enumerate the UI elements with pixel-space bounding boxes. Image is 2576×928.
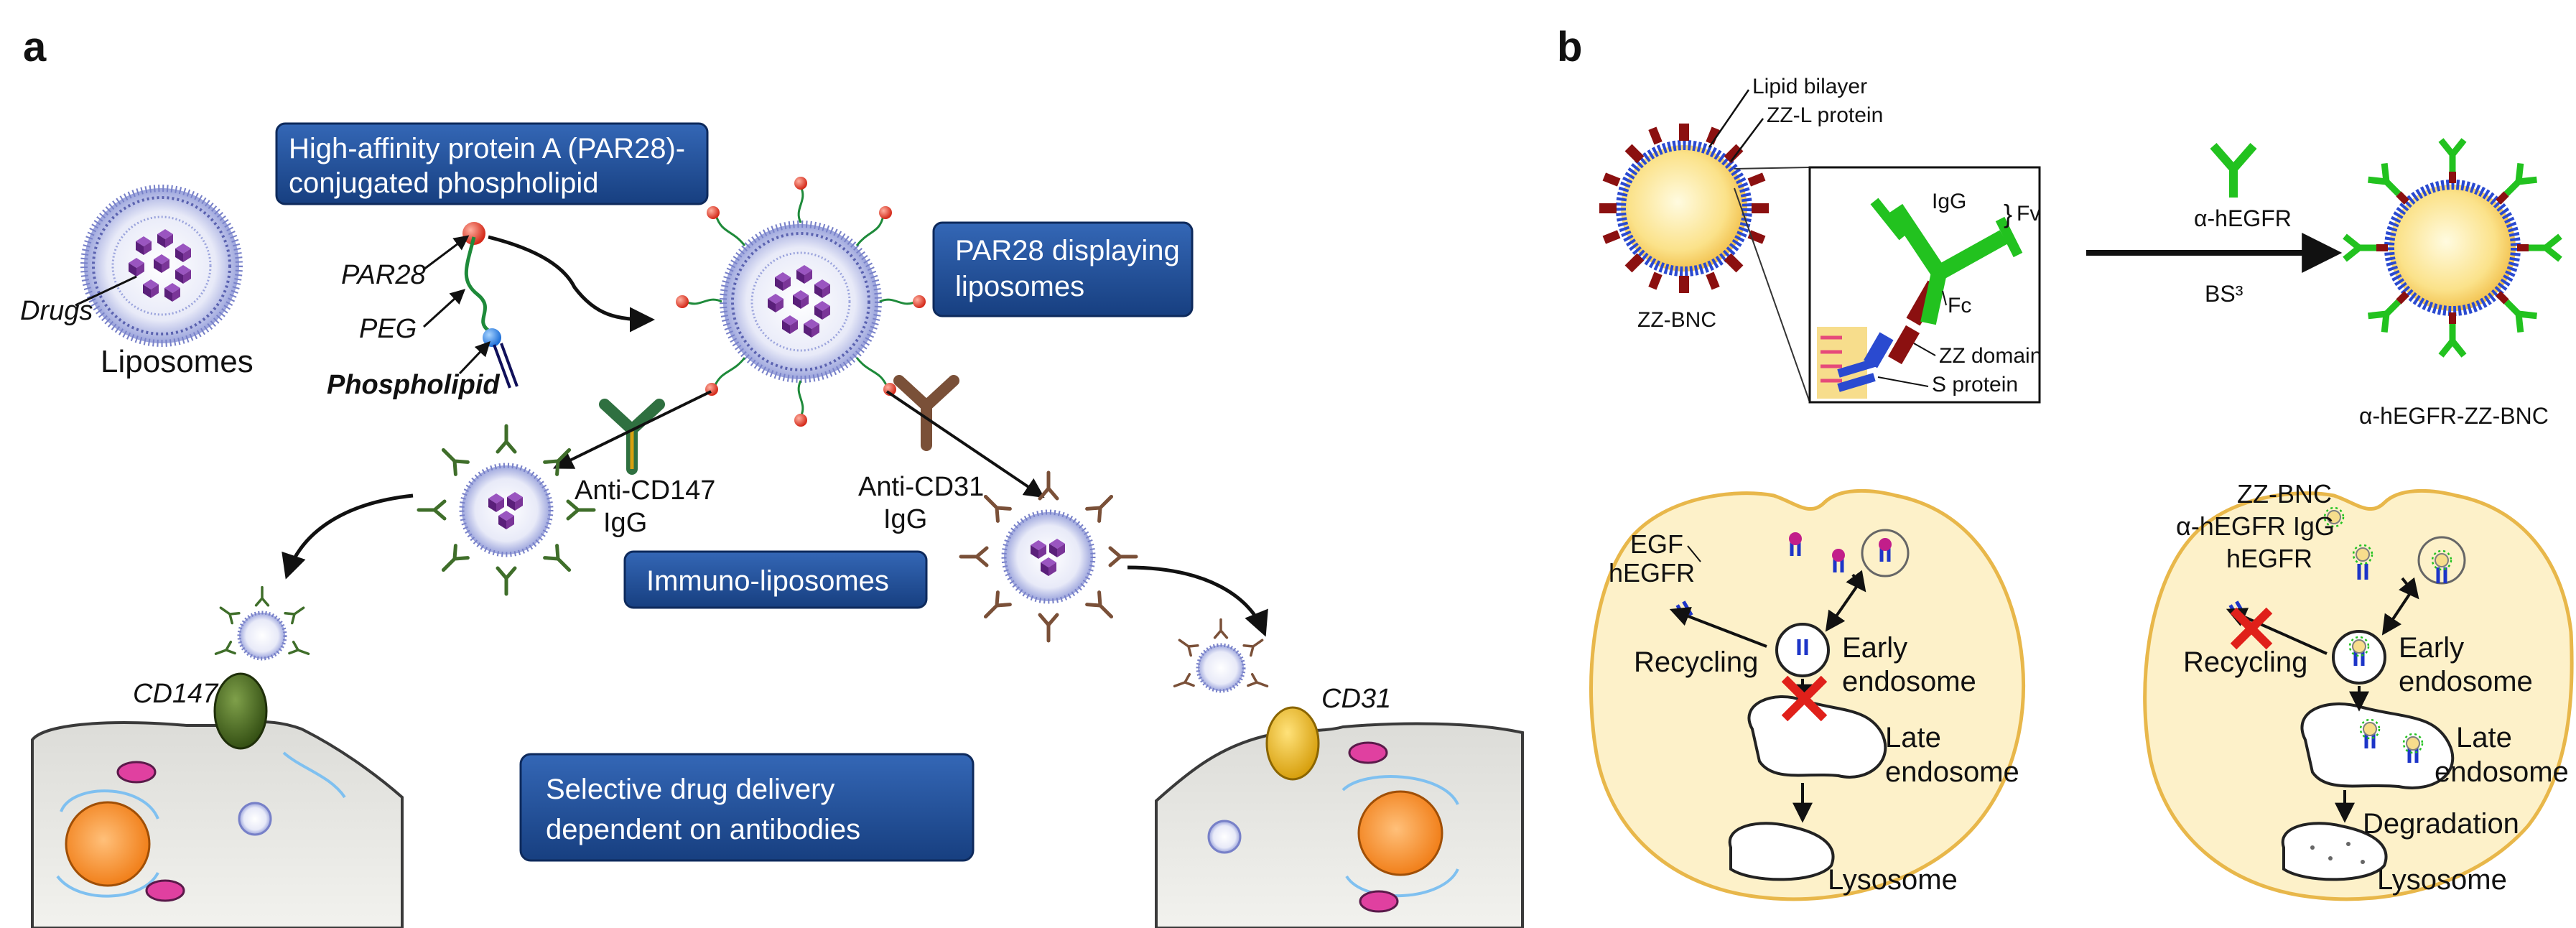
label-s-protein: S protein [1932, 373, 2018, 396]
label-ahegfr-zz-bnc: α-hEGFR-ZZ-BNC [2359, 403, 2549, 429]
label-drugs: Drugs [20, 296, 93, 326]
block-cross-icon [1781, 675, 1828, 722]
bound-immuno-liposome-cd147 [212, 585, 312, 661]
cell2-degradation: Degradation [2363, 808, 2519, 840]
cell-cd147-organelles [56, 751, 346, 902]
drugs-pointer [75, 275, 137, 307]
label-lipid-bilayer: Lipid bilayer [1752, 75, 1867, 98]
box-immuno-text: Immuno-liposomes [646, 565, 889, 597]
par28-displaying-liposome [676, 177, 926, 427]
label-anti-cd31-line2: IgG [883, 504, 927, 534]
arrow-to-cd147-cell [282, 493, 414, 580]
anti-cd31-igg [893, 375, 959, 451]
box-selective-delivery: Selective drug delivery dependent on ant… [519, 753, 975, 862]
conjugation-arrow [488, 235, 655, 333]
box-par28: High-affinity protein A (PAR28)- conjuga… [275, 122, 709, 205]
peg-pointer [422, 289, 466, 328]
label-liposomes: Liposomes [101, 344, 254, 379]
label-par28: PAR28 [341, 260, 426, 290]
label-phospholipid: Phospholipid [327, 370, 500, 400]
cell1-early-line1: Early [1842, 632, 1907, 664]
arrow-to-cd31-immuno [885, 390, 1045, 498]
zz-domain-pointer [1913, 343, 1936, 356]
cell2-early-line1: Early [2399, 632, 2464, 664]
label-zz-bnc: ZZ-BNC [1637, 308, 1716, 332]
cell1-late-line1: Late [1885, 722, 1941, 753]
label-cd31: CD31 [1321, 684, 1391, 714]
cell2-lysosome: Lysosome [2377, 864, 2507, 896]
cd31-receptor [1265, 706, 1320, 781]
zzl-protein-pointer [1730, 118, 1764, 162]
label-anti-cd147-line1: Anti-CD147 [575, 475, 715, 506]
panel-b-letter: b [1557, 24, 1582, 70]
box-displaying-line1: PAR28 displaying [955, 235, 1180, 266]
box-immuno-liposomes: Immuno-liposomes [623, 550, 928, 609]
ahegfr-zz-bnc-particle [2345, 140, 2560, 356]
zoom-line-bottom [1734, 187, 1810, 403]
cd147-receptor [213, 672, 268, 750]
cell2-late-line2: endosome [2435, 756, 2569, 788]
par28-pointer [423, 235, 470, 271]
cell2-early-line2: endosome [2399, 666, 2533, 697]
zz-bnc-particle [1599, 124, 1769, 293]
cell1-early-line2: endosome [1842, 666, 1976, 697]
cell2-zzbnc: ZZ-BNC [2237, 479, 2332, 509]
cell1-late-line2: endosome [1885, 756, 2019, 788]
box-par28-line1: High-affinity protein A (PAR28)- [289, 133, 685, 164]
box-displaying-line2: liposomes [955, 271, 1084, 302]
label-igg: IgG [1932, 190, 1966, 213]
immuno-liposome-cd31 [961, 473, 1136, 641]
zoom-line-top [1734, 167, 1810, 170]
label-cd147: CD147 [133, 679, 219, 709]
cell1-recycling: Recycling [1634, 646, 1758, 678]
label-peg: PEG [359, 314, 417, 344]
igg-zz-complex [1817, 198, 2023, 399]
box-selective-line2: dependent on antibodies [546, 814, 860, 845]
liposome-drug-carrier [80, 185, 243, 347]
label-fc: Fc [1948, 294, 1971, 317]
label-anti-cd147-line2: IgG [603, 508, 647, 538]
immuno-liposome-cd147 [419, 426, 594, 594]
cell1-hegfr: hEGFR [1609, 558, 1695, 588]
cell-ahegfr-bnc-pathway [2143, 489, 2574, 901]
cell-cd31-organelles [1207, 741, 1459, 913]
box-par28-line2: conjugated phospholipid [289, 167, 598, 199]
box-par28-displaying: PAR28 displaying liposomes [932, 221, 1194, 317]
box-selective-line1: Selective drug delivery [546, 774, 834, 805]
cell1-lysosome: Lysosome [1828, 864, 1958, 896]
anti-cd147-igg [599, 399, 665, 475]
panel-a: a [20, 24, 1524, 928]
cell-cd31 [1155, 722, 1524, 928]
panel-a-letter: a [23, 24, 47, 70]
ahegfr-antibody [2210, 143, 2257, 198]
cell2-hegfr: hEGFR [2226, 544, 2312, 573]
arrow-to-cd31-cell [1127, 565, 1268, 637]
label-fv-bracket: } [2004, 199, 2012, 228]
cell-egf-pathway [1589, 489, 2025, 901]
lipid-bilayer-pointer [1708, 89, 1750, 148]
cell2-recycling: Recycling [2183, 646, 2307, 678]
label-bs3: BS³ [2205, 281, 2243, 307]
label-fv: Fv [2017, 202, 2040, 226]
phospholipid-pointer [458, 340, 490, 375]
cell2-ahegfr-igg: α-hEGFR IgG [2176, 511, 2335, 541]
label-zz-domain: ZZ domain [1939, 344, 2042, 368]
cell2-late-line1: Late [2456, 722, 2512, 753]
fc-pointer [1942, 290, 1947, 306]
bound-immuno-liposome-cd31 [1171, 618, 1271, 693]
cell1-egf: EGF [1630, 529, 1683, 559]
s-protein-pointer [1877, 376, 1929, 387]
arrow-to-cd147-immuno [552, 390, 712, 469]
label-ahegfr: α-hEGFR [2194, 205, 2292, 231]
panel-b: b Lipid bilayer ZZ- [1557, 24, 2574, 901]
label-anti-cd31-line1: Anti-CD31 [858, 472, 984, 502]
label-zzl-protein: ZZ-L protein [1767, 103, 1883, 127]
block-recycling-cross-icon [2230, 607, 2273, 650]
